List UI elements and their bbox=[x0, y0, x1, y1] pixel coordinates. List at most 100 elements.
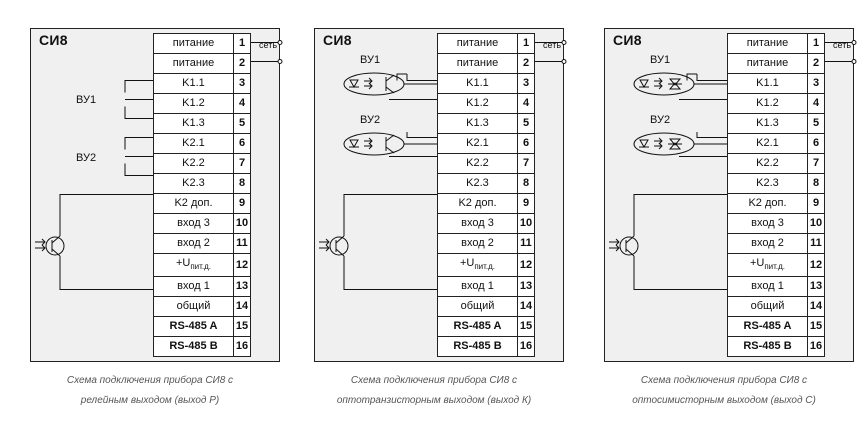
terminal-label-text: вход 3 bbox=[461, 217, 494, 229]
terminal-label-text: K2 доп. bbox=[458, 197, 497, 209]
terminal-label-text: общий bbox=[176, 300, 211, 313]
terminal-block: питание 1 питание 2 K1.1 3 K1.2 4 K1.3 5… bbox=[437, 33, 535, 358]
terminal-row: питание 2 bbox=[437, 53, 535, 74]
terminal-label-text: RS-485 B bbox=[169, 340, 218, 353]
terminal-number: 7 bbox=[517, 153, 535, 174]
terminal-row: K2.2 7 bbox=[437, 153, 535, 174]
terminal-label: вход 1 bbox=[727, 276, 808, 298]
terminal-label-text: K1.3 bbox=[182, 117, 205, 129]
power-leads bbox=[250, 40, 283, 64]
terminal-number: 13 bbox=[807, 276, 825, 298]
terminal-number: 3 bbox=[233, 73, 251, 94]
terminal-label: K1.3 bbox=[727, 113, 808, 134]
terminal-row: K2 доп. 9 bbox=[153, 193, 251, 214]
terminal-row: RS-485 B 16 bbox=[437, 336, 535, 358]
terminal-number: 4 bbox=[807, 93, 825, 114]
terminal-row: RS-485 A 15 bbox=[437, 316, 535, 338]
terminal-number: 16 bbox=[517, 336, 535, 358]
caption-line: Схема подключения прибора СИ8 с bbox=[66, 375, 234, 386]
terminal-number: 2 bbox=[807, 53, 825, 74]
diagram-caption: Схема подключения прибора СИ8 с релейным… bbox=[25, 371, 275, 411]
terminal-label: K1.2 bbox=[153, 93, 234, 114]
terminal-label: K2.1 bbox=[437, 133, 518, 154]
terminal-label: питание bbox=[153, 53, 234, 74]
terminal-number: 10 bbox=[517, 213, 535, 234]
terminal-row: RS-485 A 15 bbox=[727, 316, 825, 338]
terminal-label: RS-485 A bbox=[727, 316, 808, 338]
terminal-row: вход 2 11 bbox=[153, 233, 251, 254]
terminal-row: вход 3 10 bbox=[153, 213, 251, 234]
terminal-number: 16 bbox=[233, 336, 251, 358]
terminal-number: 1 bbox=[517, 33, 535, 54]
terminal-label-text: вход 3 bbox=[177, 217, 210, 229]
vu1-label: ВУ1 bbox=[360, 54, 381, 66]
terminal-row: K2.3 8 bbox=[727, 173, 825, 194]
terminal-label-sub: пит.д. bbox=[474, 262, 496, 272]
terminal-row: K2.2 7 bbox=[153, 153, 251, 174]
terminal-label-text: K1.3 bbox=[756, 117, 779, 129]
terminal-row: K2.2 7 bbox=[727, 153, 825, 174]
terminal-label-text: вход 3 bbox=[751, 217, 784, 229]
terminal-number: 2 bbox=[233, 53, 251, 74]
terminal-row: K1.3 5 bbox=[153, 113, 251, 134]
terminal-label: общий bbox=[727, 296, 808, 318]
terminal-row: K1.2 4 bbox=[437, 93, 535, 114]
terminal-row: питание 2 bbox=[727, 53, 825, 74]
terminal-label: K2.1 bbox=[153, 133, 234, 154]
terminal-row: общий 14 bbox=[437, 296, 535, 318]
terminal-label: +Uпит.д. bbox=[727, 252, 808, 278]
terminal-label-text: +U bbox=[749, 257, 765, 269]
terminal-label: RS-485 B bbox=[727, 336, 808, 358]
terminal-number: 13 bbox=[517, 276, 535, 298]
terminal-label: K1.1 bbox=[153, 73, 234, 94]
terminal-number: 12 bbox=[807, 252, 825, 278]
device-title: СИ8 bbox=[323, 32, 352, 48]
terminal-label: вход 3 bbox=[727, 213, 808, 234]
terminal-label: RS-485 B bbox=[437, 336, 518, 358]
terminal-number: 9 bbox=[517, 193, 535, 214]
relay-vu1 bbox=[124, 80, 153, 119]
terminal-label: вход 1 bbox=[153, 276, 234, 298]
terminal-row: питание 1 bbox=[437, 33, 535, 54]
terminal-label: K1.2 bbox=[727, 93, 808, 114]
vu1-label: ВУ1 bbox=[76, 94, 97, 106]
terminal-label-text: K2.2 bbox=[756, 157, 779, 169]
terminal-label-text: +U bbox=[459, 257, 475, 269]
terminal-row: RS-485 B 16 bbox=[153, 336, 251, 358]
opto-vu2 bbox=[343, 132, 437, 157]
terminal-label: K2 доп. bbox=[153, 193, 234, 214]
terminal-label: K2 доп. bbox=[437, 193, 518, 214]
terminal-label: K2.2 bbox=[727, 153, 808, 174]
net-label: сеть bbox=[833, 40, 852, 50]
terminal-label-text: K1.1 bbox=[756, 77, 779, 89]
wiring-svg bbox=[35, 40, 283, 290]
terminal-label-text: K2.1 bbox=[182, 137, 205, 149]
opto-vu2 bbox=[633, 132, 727, 157]
terminal-label-text: вход 2 bbox=[177, 237, 210, 249]
terminal-label: K1.3 bbox=[153, 113, 234, 134]
opto-vu1 bbox=[633, 72, 727, 100]
terminal-row: K1.2 4 bbox=[153, 93, 251, 114]
terminal-number: 6 bbox=[233, 133, 251, 154]
terminal-label: K2.2 bbox=[437, 153, 518, 174]
terminal-label-text: K2.1 bbox=[466, 137, 489, 149]
terminal-row: общий 14 bbox=[153, 296, 251, 318]
terminal-label-text: K2.1 bbox=[756, 137, 779, 149]
sensor-symbol bbox=[35, 194, 153, 290]
terminal-label-text: K2 доп. bbox=[174, 197, 213, 209]
vu1-label: ВУ1 bbox=[650, 54, 671, 66]
terminal-label: питание bbox=[727, 33, 808, 54]
terminal-number: 12 bbox=[517, 252, 535, 278]
terminal-row: K2 доп. 9 bbox=[727, 193, 825, 214]
terminal-row: K2.3 8 bbox=[153, 173, 251, 194]
caption-line: оптосимисторным выходом (выход С) bbox=[632, 395, 816, 406]
device-title: СИ8 bbox=[39, 32, 68, 48]
terminal-row: RS-485 A 15 bbox=[153, 316, 251, 338]
power-leads bbox=[824, 40, 857, 64]
terminal-number: 15 bbox=[233, 316, 251, 338]
terminal-row: вход 1 13 bbox=[437, 276, 535, 298]
terminal-label: K2 доп. bbox=[727, 193, 808, 214]
terminal-number: 5 bbox=[233, 113, 251, 134]
sensor-symbol bbox=[609, 194, 727, 290]
terminal-number: 14 bbox=[807, 296, 825, 318]
